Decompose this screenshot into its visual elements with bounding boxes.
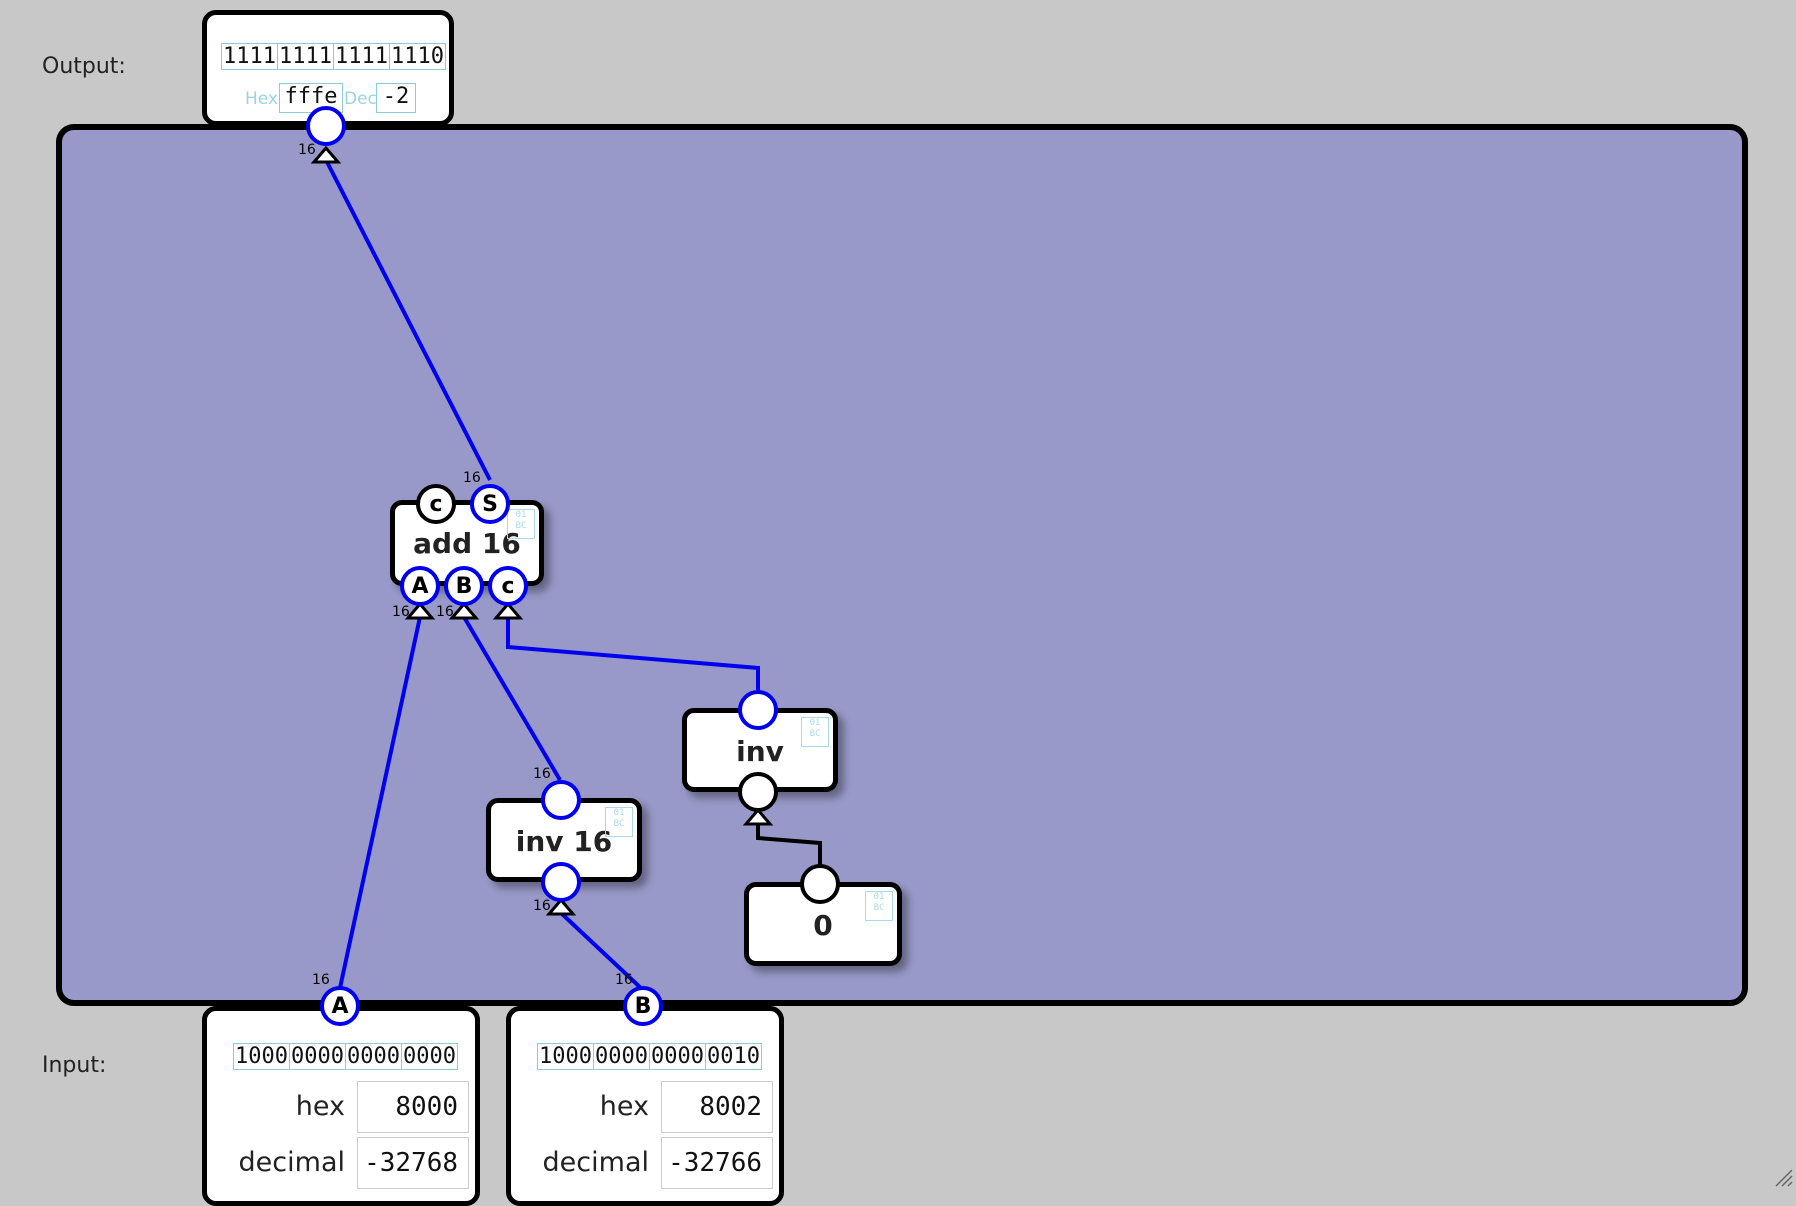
output-dec-value[interactable]: -2 bbox=[376, 83, 416, 113]
input-a-bit-group[interactable]: 0000 bbox=[402, 1044, 456, 1069]
chip-info-icon[interactable]: 01 BC bbox=[507, 509, 535, 539]
output-label: Output: bbox=[42, 54, 126, 79]
output-bit-group: 1111 bbox=[278, 44, 334, 69]
input-b-bit-group[interactable]: 0000 bbox=[650, 1044, 706, 1069]
constant-out-port[interactable] bbox=[800, 864, 840, 904]
input-b-bit-group[interactable]: 1000 bbox=[539, 1044, 594, 1069]
inv-title: inv bbox=[736, 735, 784, 768]
input-a-width: 16 bbox=[312, 972, 330, 988]
inv-out-port[interactable] bbox=[738, 690, 778, 730]
input-b-width: 16 bbox=[615, 972, 633, 988]
inv16-title: inv 16 bbox=[515, 825, 613, 858]
input-b-bit-group[interactable]: 0000 bbox=[594, 1044, 650, 1069]
constant-value: 0 bbox=[813, 909, 833, 942]
add16-sum-out-port[interactable]: S bbox=[470, 484, 510, 524]
add16-carry-out-port[interactable]: c bbox=[416, 484, 456, 524]
input-a-decimal-field[interactable]: -32768 bbox=[357, 1137, 469, 1189]
output-dec-label: Dec bbox=[344, 89, 377, 109]
chip-info-icon[interactable]: 01 BC bbox=[801, 717, 829, 747]
add16-b-width: 16 bbox=[436, 604, 454, 620]
add16-a-width: 16 bbox=[392, 604, 410, 620]
input-b-hex-field[interactable]: 8002 bbox=[661, 1081, 773, 1133]
input-a-panel: 1000 0000 0000 0000 hex 8000 decimal -32… bbox=[202, 1006, 480, 1206]
resize-grip-icon[interactable] bbox=[1772, 1166, 1794, 1188]
input-b-decimal-label: decimal bbox=[542, 1147, 649, 1178]
input-a-hex-label: hex bbox=[295, 1091, 345, 1122]
output-hex-label: Hex bbox=[245, 89, 279, 109]
add16-title: add 16 bbox=[413, 527, 521, 560]
inv16-out-port[interactable] bbox=[541, 780, 581, 820]
inv16-in-width: 16 bbox=[533, 898, 551, 914]
chip-info-icon[interactable]: 01 BC bbox=[605, 807, 633, 837]
add16-a-in-port[interactable]: A bbox=[400, 566, 440, 606]
input-b-panel: 1000 0000 0000 0010 hex 8002 decimal -32… bbox=[506, 1006, 784, 1206]
input-label: Input: bbox=[42, 1053, 107, 1078]
add16-c-in-port[interactable]: c bbox=[488, 566, 528, 606]
input-a-bit-group[interactable]: 1000 bbox=[235, 1044, 290, 1069]
chip-info-icon[interactable]: 01 BC bbox=[865, 891, 893, 921]
output-bit-group: 1110 bbox=[390, 44, 444, 69]
input-b-bits[interactable]: 1000 0000 0000 0010 bbox=[537, 1043, 762, 1070]
inv16-out-width: 16 bbox=[533, 766, 551, 782]
circuit-board[interactable] bbox=[56, 124, 1748, 1006]
output-panel: 1111 1111 1111 1110 Hex fffe Dec -2 bbox=[202, 10, 454, 126]
output-bit-group: 1111 bbox=[223, 44, 278, 69]
add16-b-in-port[interactable]: B bbox=[444, 566, 484, 606]
output-bit-width: 16 bbox=[298, 142, 316, 158]
add16-sum-width: 16 bbox=[463, 470, 481, 486]
output-bit-group: 1111 bbox=[334, 44, 390, 69]
input-a-hex-field[interactable]: 8000 bbox=[357, 1081, 469, 1133]
input-a-bits[interactable]: 1000 0000 0000 0000 bbox=[233, 1043, 458, 1070]
output-pin[interactable] bbox=[306, 106, 346, 146]
output-bits: 1111 1111 1111 1110 bbox=[221, 43, 446, 70]
input-b-decimal-field[interactable]: -32766 bbox=[661, 1137, 773, 1189]
input-a-bit-group[interactable]: 0000 bbox=[346, 1044, 402, 1069]
input-a-pin[interactable]: A bbox=[320, 986, 360, 1026]
input-a-decimal-label: decimal bbox=[238, 1147, 345, 1178]
input-a-bit-group[interactable]: 0000 bbox=[290, 1044, 346, 1069]
inv-in-port[interactable] bbox=[738, 772, 778, 812]
input-b-bit-group[interactable]: 0010 bbox=[706, 1044, 760, 1069]
input-b-hex-label: hex bbox=[599, 1091, 649, 1122]
inv16-in-port[interactable] bbox=[541, 862, 581, 902]
input-b-pin[interactable]: B bbox=[623, 986, 663, 1026]
